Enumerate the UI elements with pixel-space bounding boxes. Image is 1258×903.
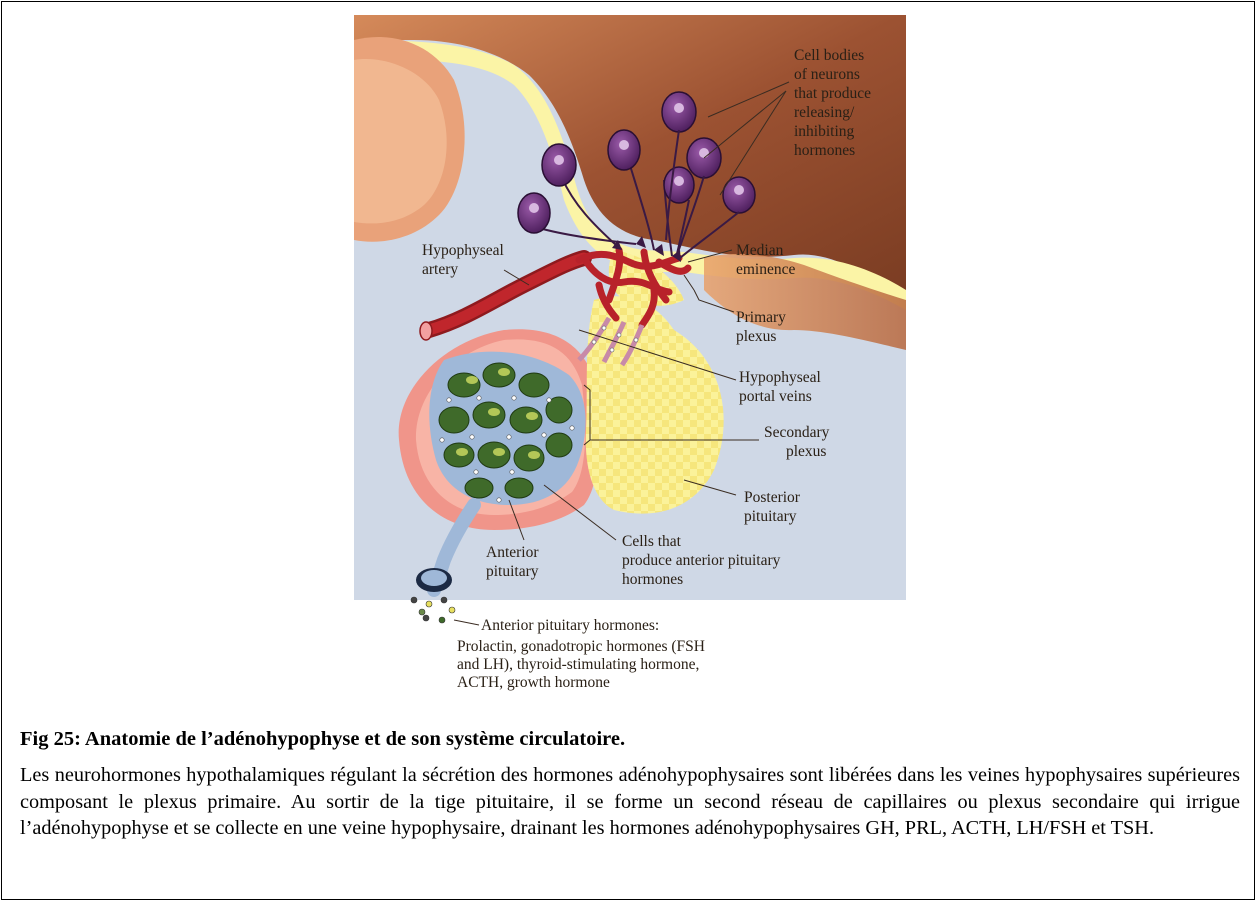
svg-text:Hypophyseal: Hypophyseal: [739, 369, 821, 386]
svg-text:that produce: that produce: [794, 85, 871, 102]
svg-text:inhibiting: inhibiting: [794, 123, 855, 140]
secondary-plexus-cells: [429, 352, 585, 505]
pituitary-anatomy-illustration: Cell bodies of neurons that produce rele…: [354, 0, 906, 705]
svg-text:Cells that: Cells that: [622, 533, 682, 550]
svg-text:hormones: hormones: [794, 142, 855, 159]
svg-text:Anterior pituitary hormones:: Anterior pituitary hormones:: [481, 617, 659, 634]
svg-text:Prolactin, gonadotropic hormon: Prolactin, gonadotropic hormones (FSH: [457, 638, 705, 655]
svg-text:and LH), thyroid-stimulating h: and LH), thyroid-stimulating hormone,: [457, 656, 699, 673]
svg-text:plexus: plexus: [736, 328, 776, 345]
svg-text:ACTH, growth hormone: ACTH, growth hormone: [457, 674, 610, 691]
figure-caption: Fig 25: Anatomie de l’adénohypophyse et …: [20, 728, 625, 751]
svg-text:pituitary: pituitary: [486, 563, 539, 580]
svg-text:pituitary: pituitary: [744, 508, 797, 525]
body-paragraph: Les neurohormones hypothalamiques régula…: [20, 762, 1240, 842]
label-anterior-pituitary-hormones: Anterior pituitary hormones: Prolactin, …: [457, 617, 705, 691]
svg-text:Hypophyseal: Hypophyseal: [422, 242, 504, 259]
svg-text:Median: Median: [736, 242, 784, 259]
svg-text:portal veins: portal veins: [739, 388, 812, 405]
svg-text:plexus: plexus: [786, 443, 826, 460]
svg-text:Posterior: Posterior: [744, 489, 801, 506]
svg-text:eminence: eminence: [736, 261, 796, 278]
svg-text:Primary: Primary: [736, 309, 786, 326]
svg-text:Secondary: Secondary: [764, 424, 830, 441]
svg-text:hormones: hormones: [622, 571, 683, 588]
svg-text:produce anterior pituitary: produce anterior pituitary: [622, 552, 781, 569]
released-hormone-dots: [411, 597, 455, 623]
svg-text:Anterior: Anterior: [486, 544, 539, 561]
svg-text:Cell bodies: Cell bodies: [794, 47, 864, 64]
svg-text:of neurons: of neurons: [794, 66, 860, 83]
svg-text:artery: artery: [422, 261, 458, 278]
svg-text:releasing/: releasing/: [794, 104, 855, 121]
